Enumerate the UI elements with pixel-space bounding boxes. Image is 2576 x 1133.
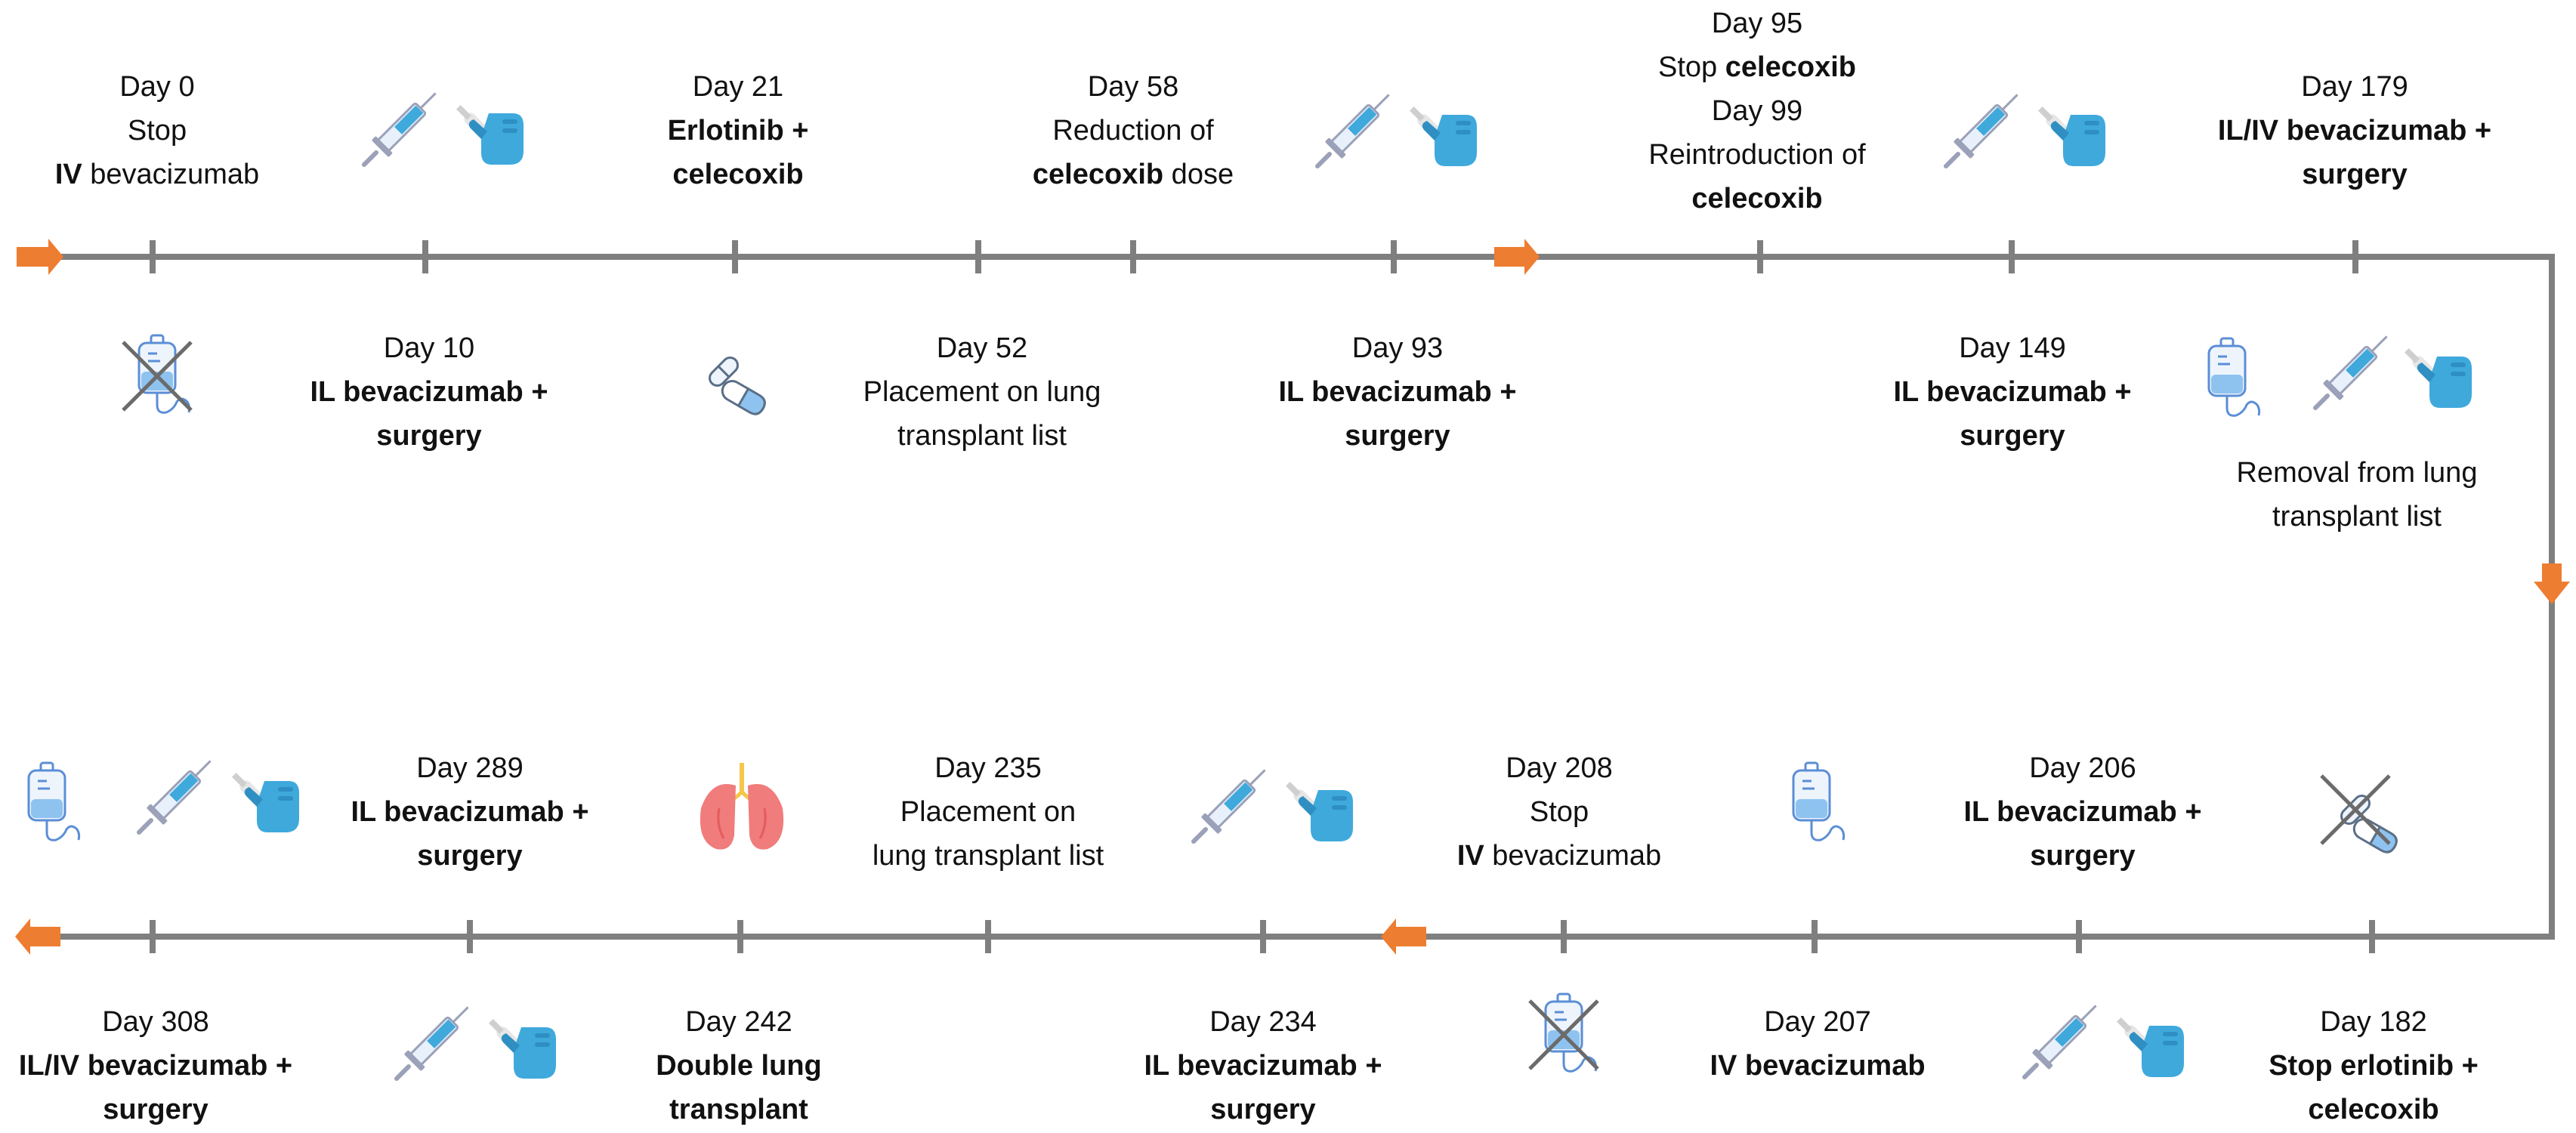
pills-crossed-icon [2321, 776, 2401, 857]
syringe-scalpel-icon [364, 85, 524, 165]
event-day-242: Day 242 Double lung transplant [656, 1006, 822, 1125]
event-day-149: Day 149 IL bevacizumab + surgery [1893, 332, 2132, 452]
event-day-10: Day 10 IL bevacizumab + surgery [310, 332, 548, 452]
pills-icon [705, 353, 769, 418]
arrow-right-start [17, 239, 63, 275]
event-day-207: Day 207 IV bevacizumab [1710, 1006, 1926, 1082]
event-day-208: Day 208 Stop IV bevacizumab [1456, 752, 1662, 872]
tick-marks [150, 240, 2375, 953]
direction-arrows [15, 239, 2570, 955]
arrow-down-right [2534, 563, 2570, 604]
iv-bag-syringe-scalpel-icon [2207, 328, 2472, 417]
iv-bag-crossed-icon [1530, 993, 1598, 1073]
event-day-234: Day 234 IL bevacizumab + surgery [1144, 1006, 1382, 1125]
event-day-179: Day 179 IL/IV bevacizumab + surgery [2217, 71, 2492, 190]
event-removal-transplant-list: Removal from lung transplant list [2236, 457, 2478, 533]
syringe-scalpel-icon [1194, 761, 1353, 841]
event-day-93: Day 93 IL bevacizumab + surgery [1278, 332, 1517, 452]
event-day-0: Day 0 Stop IV bevacizumab [54, 71, 260, 190]
event-day-235: Day 235 Placement on lung transplant lis… [872, 752, 1104, 872]
event-day-58: Day 58 Reduction of celecoxib dose [1032, 71, 1234, 190]
arrow-left-end [15, 918, 60, 955]
syringe-scalpel-icon [2025, 997, 2184, 1077]
event-day-52: Day 52 Placement on lung transplant list [863, 332, 1101, 452]
iv-bag-crossed-icon [123, 334, 191, 414]
syringe-scalpel-icon [397, 999, 556, 1079]
arrow-left-mid [1381, 918, 1426, 955]
arrow-right-mid [1494, 239, 1540, 275]
event-day-289: Day 289 IL bevacizumab + surgery [351, 752, 589, 872]
syringe-scalpel-icon [1317, 86, 1477, 166]
event-day-182: Day 182 Stop erlotinib + celecoxib [2269, 1006, 2479, 1125]
event-day-95-99: Day 95 Stop celecoxib Day 99 Reintroduct… [1648, 8, 1866, 215]
event-day-21: Day 21 Erlotinib + celecoxib [667, 71, 809, 190]
lungs-icon [700, 763, 783, 850]
event-day-206: Day 206 IL bevacizumab + surgery [1963, 752, 2202, 872]
iv-bag-icon [1792, 761, 1846, 841]
event-day-308: Day 308 IL/IV bevacizumab + surgery [18, 1006, 293, 1125]
iv-bag-syringe-scalpel-icon [27, 752, 299, 841]
syringe-scalpel-icon [1946, 86, 2105, 166]
